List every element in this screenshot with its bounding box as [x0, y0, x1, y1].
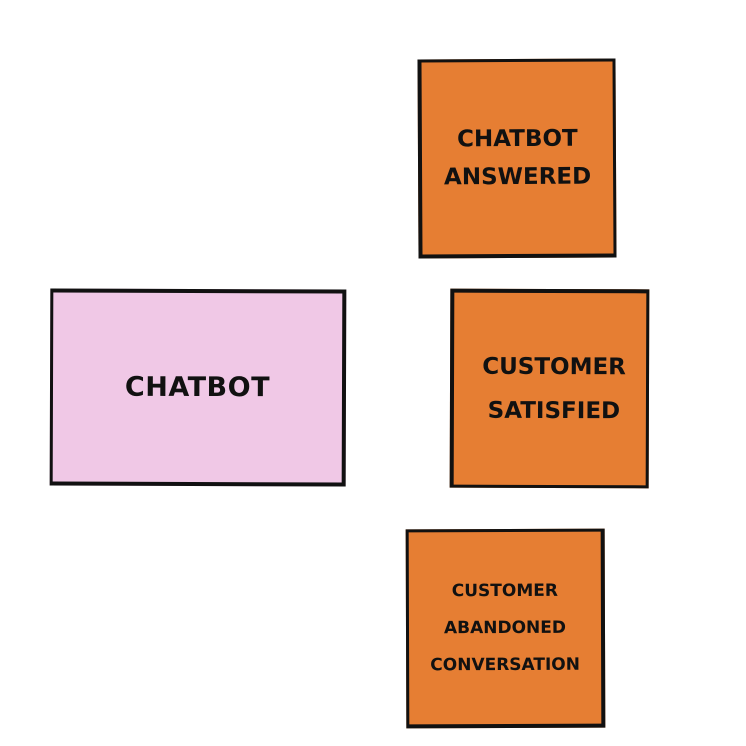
- customer-satisfied-node[interactable]: CUSTOMER SATISFIED: [449, 288, 650, 489]
- customer-abandoned-label-line-3: CONVERSATION: [430, 654, 581, 675]
- chatbot-node-label: CHATBOT: [124, 371, 271, 404]
- customer-abandoned-conversation-node[interactable]: CUSTOMER ABANDONED CONVERSATION: [405, 528, 606, 729]
- customer-satisfied-label-line-1: CUSTOMER: [482, 353, 626, 381]
- chatbot-answered-label-line-2: ANSWERED: [443, 163, 592, 191]
- chatbot-answered-label-line-1: CHATBOT: [457, 125, 578, 153]
- customer-abandoned-label-line-2: ABANDONED: [443, 617, 567, 638]
- customer-abandoned-label-line-1: CUSTOMER: [451, 580, 558, 601]
- chatbot-node[interactable]: CHATBOT: [49, 288, 347, 487]
- chatbot-answered-node[interactable]: CHATBOT ANSWERED: [417, 58, 617, 259]
- customer-satisfied-label-line-2: SATISFIED: [487, 397, 621, 425]
